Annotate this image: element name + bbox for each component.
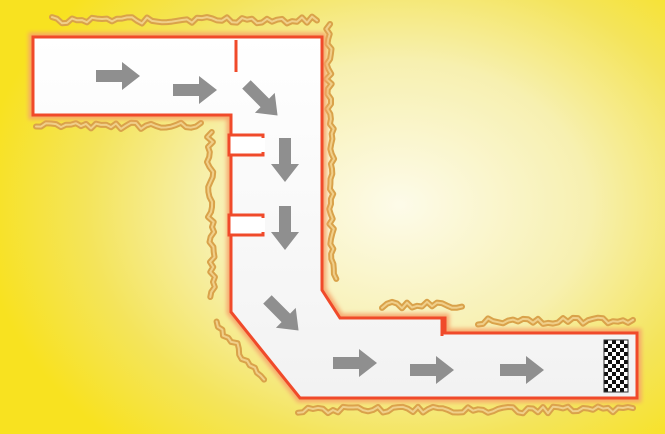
arrow-icon (173, 76, 217, 104)
checkered-flag-icon (603, 339, 629, 393)
arrow-icon (263, 295, 299, 331)
arrow-icon (271, 206, 299, 250)
rubble-inner-diagonal-highlight (215, 320, 266, 381)
rubble-right-vertical-highlight (325, 23, 338, 280)
arrow-icon (271, 138, 299, 182)
rubble-step-small-highlight (381, 300, 463, 310)
side-notches (227, 133, 265, 237)
arrow-icon (410, 356, 454, 384)
arrow-icon (96, 62, 140, 90)
rubble-left-shelf-highlight (35, 121, 202, 130)
rubble-bottom-highlight (297, 405, 634, 415)
arrow-icon (333, 349, 377, 377)
rubble-border (33, 13, 636, 417)
rubble-top-highlight (51, 15, 318, 25)
inner-walls (234, 40, 444, 336)
arrow-icon (242, 80, 278, 116)
notch-lower (227, 213, 265, 237)
rubble-inner-vertical-highlight (206, 131, 216, 298)
track-path (31, 35, 639, 400)
rubble-step-right-highlight (477, 316, 634, 326)
notch-upper (227, 133, 265, 157)
direction-arrows (96, 62, 544, 384)
arrow-icon (500, 356, 544, 384)
